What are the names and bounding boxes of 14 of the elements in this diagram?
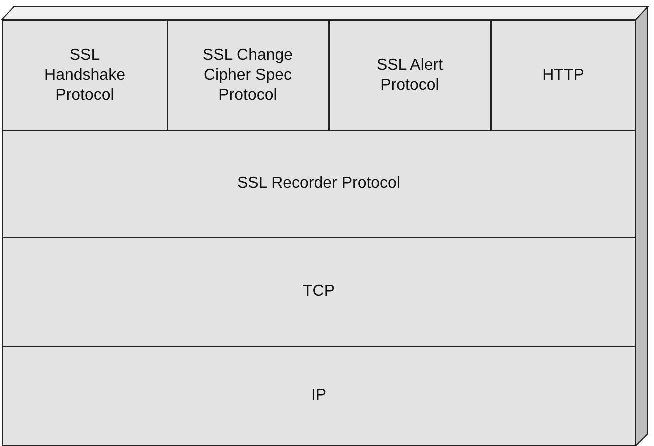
- protocol-layer: [2, 130, 636, 238]
- layer-label: IP: [311, 386, 327, 406]
- layer-label: SSL Handshake Protocol: [44, 46, 126, 106]
- layer-label: SSL Change Cipher Spec Protocol: [202, 46, 294, 106]
- protocol-layer: [167, 20, 329, 131]
- layer-label: HTTP: [542, 66, 584, 86]
- protocol-layer: [2, 237, 636, 347]
- protocol-layer: [2, 20, 168, 131]
- protocol-layer: [491, 20, 636, 131]
- layer-label: TCP: [303, 282, 335, 302]
- protocol-layer: [329, 20, 491, 131]
- layer-label: SSL Alert Protocol: [376, 56, 444, 96]
- protocol-layer: [2, 346, 636, 446]
- layer-label: SSL Recorder Protocol: [237, 174, 401, 194]
